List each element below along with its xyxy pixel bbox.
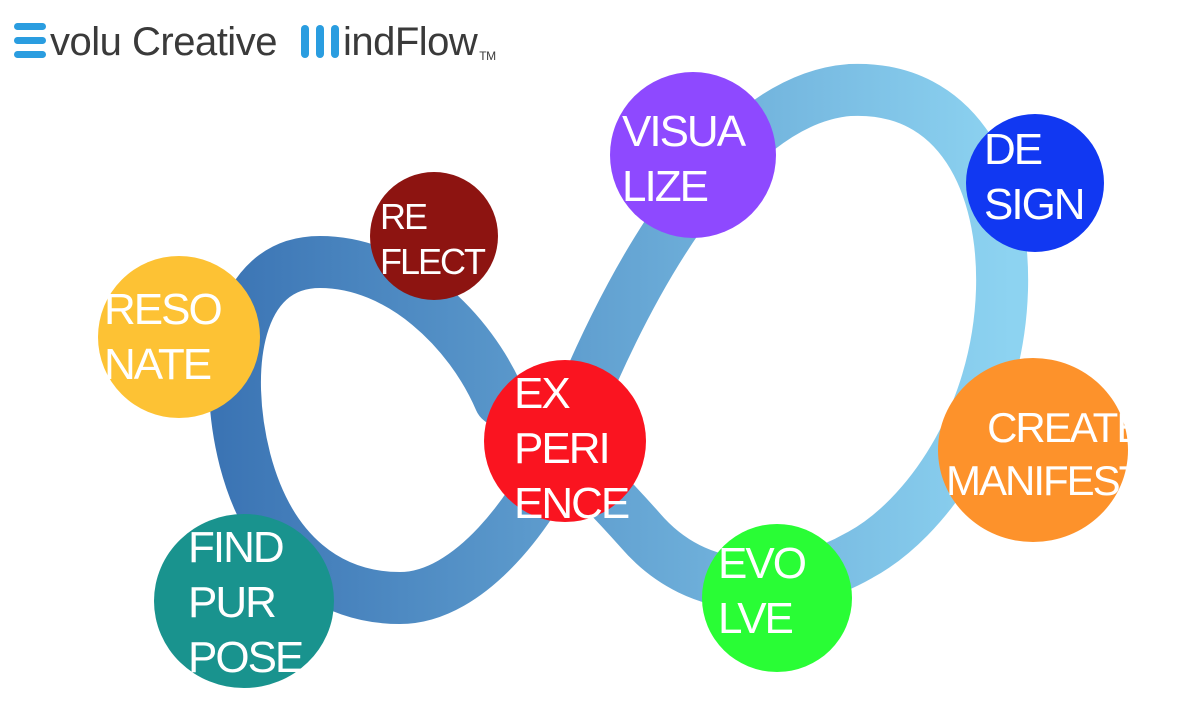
brand-evolucreative-text: volu Creative [50, 20, 277, 64]
m-bars-icon [300, 25, 339, 58]
node-create-manifest-label: CREATE MANIFEST [946, 404, 1144, 504]
node-find-purpose: FIND PUR POSE [154, 514, 334, 688]
node-design-label: DE SIGN [984, 125, 1086, 229]
mindflow-logo: indFlow TM [300, 20, 496, 64]
node-reflect-label: RE FLECT [380, 196, 486, 282]
node-find-purpose-label: FIND PUR POSE [188, 523, 304, 682]
node-visualize-label: VISUA LIZE [622, 107, 746, 211]
e-bars-icon [14, 23, 46, 58]
trademark-mark: TM [479, 49, 496, 63]
node-resonate: RESO NATE [98, 256, 260, 418]
node-evolve-label: EVO LVE [718, 539, 807, 643]
node-resonate-label: RESO NATE [104, 285, 223, 389]
node-visualize: VISUA LIZE [610, 72, 776, 238]
brand-mindflow-text: indFlow [342, 20, 478, 64]
node-experience-label: EX PERI ENCE [514, 369, 630, 528]
node-experience: EX PERI ENCE [484, 360, 646, 528]
node-create-manifest: CREATE MANIFEST [938, 358, 1144, 542]
node-reflect: RE FLECT [370, 172, 498, 300]
brand-header: volu Creative indFlow TM [14, 12, 496, 62]
evolucreative-logo: volu Creative [14, 21, 277, 62]
node-evolve: EVO LVE [702, 524, 852, 672]
node-design: DE SIGN [966, 114, 1104, 252]
